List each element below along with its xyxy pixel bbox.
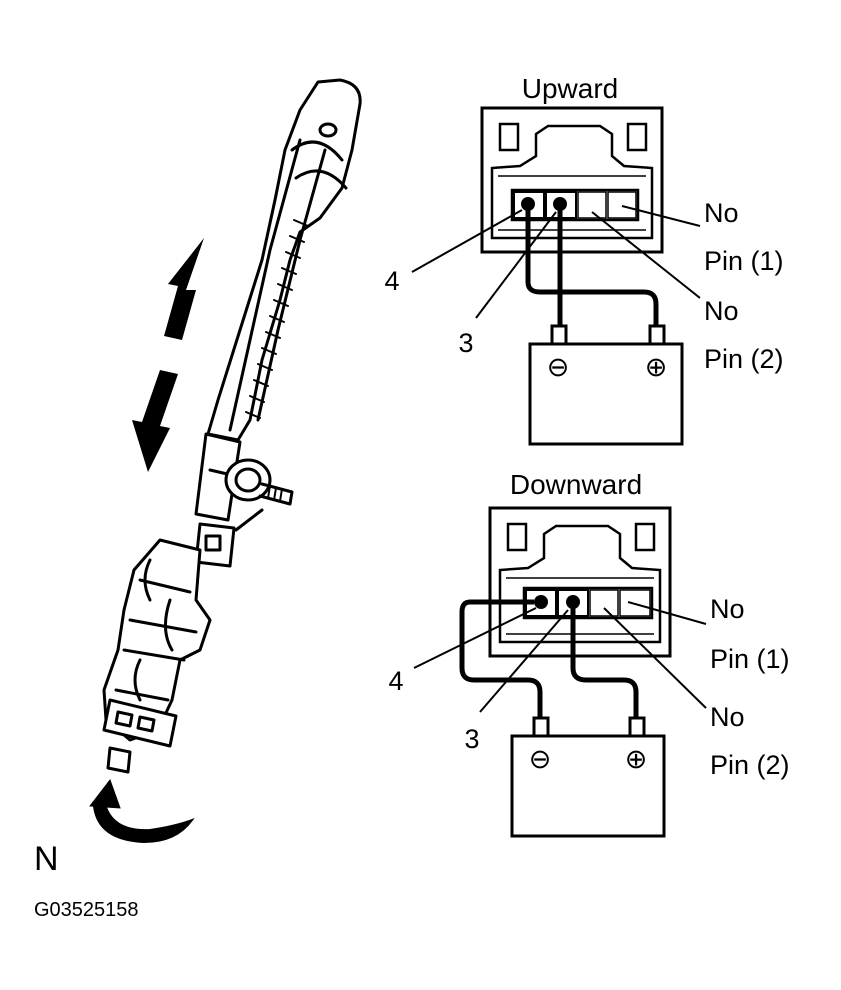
downward-battery [510, 716, 666, 838]
downward-leaders [413, 601, 707, 713]
downward-no-pin-1-line1: No [710, 594, 745, 624]
downward-battery-positive: ⊕ [625, 744, 648, 774]
downward-panel: Downward ⊖ ⊕ [388, 469, 790, 838]
rotation-arrow-icon [89, 778, 195, 844]
downward-terminal-3: 3 [464, 724, 479, 754]
downward-pin-3 [566, 595, 580, 609]
upward-title: Upward [522, 73, 618, 104]
upward-no-pin-1-line2: Pin (1) [704, 246, 784, 276]
upward-connector [480, 106, 664, 254]
downward-title: Downward [510, 469, 642, 500]
upward-no-pin-1-line1: No [704, 198, 739, 228]
downward-battery-negative: ⊖ [529, 744, 552, 774]
downward-no-pin-1-line2: Pin (1) [710, 644, 790, 674]
downward-terminal-4: 4 [388, 666, 403, 696]
upward-no-pin-2-line1: No [704, 296, 739, 326]
figure-code: G03525158 [34, 899, 139, 921]
upward-battery [528, 324, 684, 446]
downward-wires [459, 599, 639, 720]
corner-letter: N [34, 840, 59, 878]
upward-panel: Upward ⊖ ⊕ [384, 73, 784, 446]
upward-pin-3 [553, 197, 567, 211]
downward-connector [488, 506, 672, 658]
upward-no-pin-2-line2: Pin (2) [704, 344, 784, 374]
up-down-arrow-icon [132, 238, 204, 472]
adjuster-assembly [102, 78, 362, 774]
upward-terminal-4: 4 [384, 266, 399, 296]
upward-battery-negative: ⊖ [547, 352, 570, 382]
upward-pin-4 [521, 197, 535, 211]
upward-battery-positive: ⊕ [645, 352, 668, 382]
upward-leaders [411, 205, 701, 319]
upward-terminal-3: 3 [458, 328, 473, 358]
upward-wires [525, 210, 659, 326]
downward-pin-4 [534, 595, 548, 609]
downward-no-pin-2-line2: Pin (2) [710, 750, 790, 780]
downward-no-pin-2-line1: No [710, 702, 745, 732]
